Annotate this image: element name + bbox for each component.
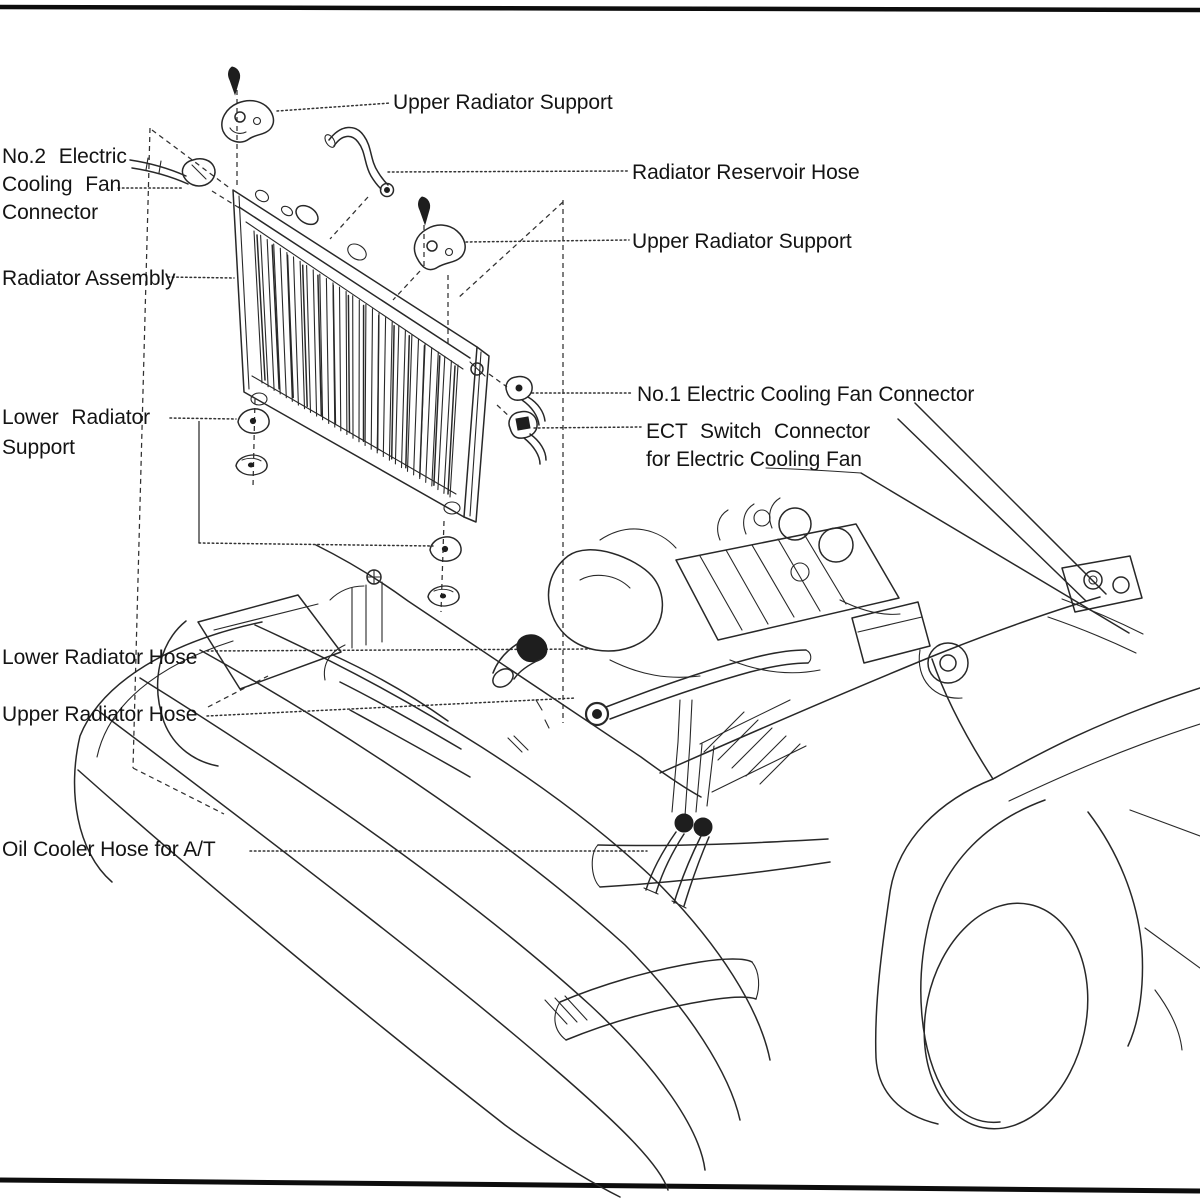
- label-radiator-reservoir-hose: Radiator Reservoir Hose: [632, 161, 860, 184]
- upper-support-bracket-1: [221, 99, 275, 143]
- label-no2-connector-line1: No.2 Electric: [2, 145, 127, 168]
- radiator-assembly-illustration: [232, 189, 490, 523]
- label-radiator-assembly: Radiator Assembly: [2, 267, 176, 290]
- no1-fan-connector: [505, 375, 546, 426]
- lower-support-grommets: [235, 408, 462, 607]
- label-lower-radiator-support-line1: Lower Radiator: [2, 406, 151, 429]
- engine-bay-illustration: [492, 497, 969, 909]
- ect-switch-connector-part: [508, 410, 547, 465]
- label-lower-radiator-hose: Lower Radiator Hose: [2, 646, 198, 669]
- label-oil-cooler-hose: Oil Cooler Hose for A/T: [2, 838, 216, 861]
- label-upper-radiator-support-top: Upper Radiator Support: [393, 91, 613, 114]
- radiator-reservoir-hose-part: [324, 126, 395, 198]
- upper-support-bolt-2: [418, 196, 431, 226]
- leader-lines: [117, 102, 648, 852]
- label-no1-connector: No.1 Electric Cooling Fan Connector: [637, 383, 975, 406]
- page-border: [0, 4, 1200, 1194]
- vehicle-front-illustration: [73, 402, 1200, 1198]
- label-lower-radiator-support-line2: Support: [2, 436, 75, 459]
- label-upper-radiator-hose: Upper Radiator Hose: [2, 703, 198, 726]
- label-no2-connector-line2: Cooling Fan: [2, 173, 122, 196]
- upper-support-bolt-1: [228, 66, 241, 96]
- label-ect-switch-line1: ECT Switch Connector: [646, 420, 871, 443]
- label-no2-connector-line3: Connector: [2, 201, 98, 224]
- upper-support-bracket-2: [413, 224, 466, 271]
- projection-lines: [132, 90, 564, 815]
- label-ect-switch-line2: for Electric Cooling Fan: [646, 448, 862, 471]
- no2-fan-connector: [129, 157, 216, 187]
- label-upper-radiator-support-right: Upper Radiator Support: [632, 230, 852, 253]
- filler-neck: [250, 189, 486, 515]
